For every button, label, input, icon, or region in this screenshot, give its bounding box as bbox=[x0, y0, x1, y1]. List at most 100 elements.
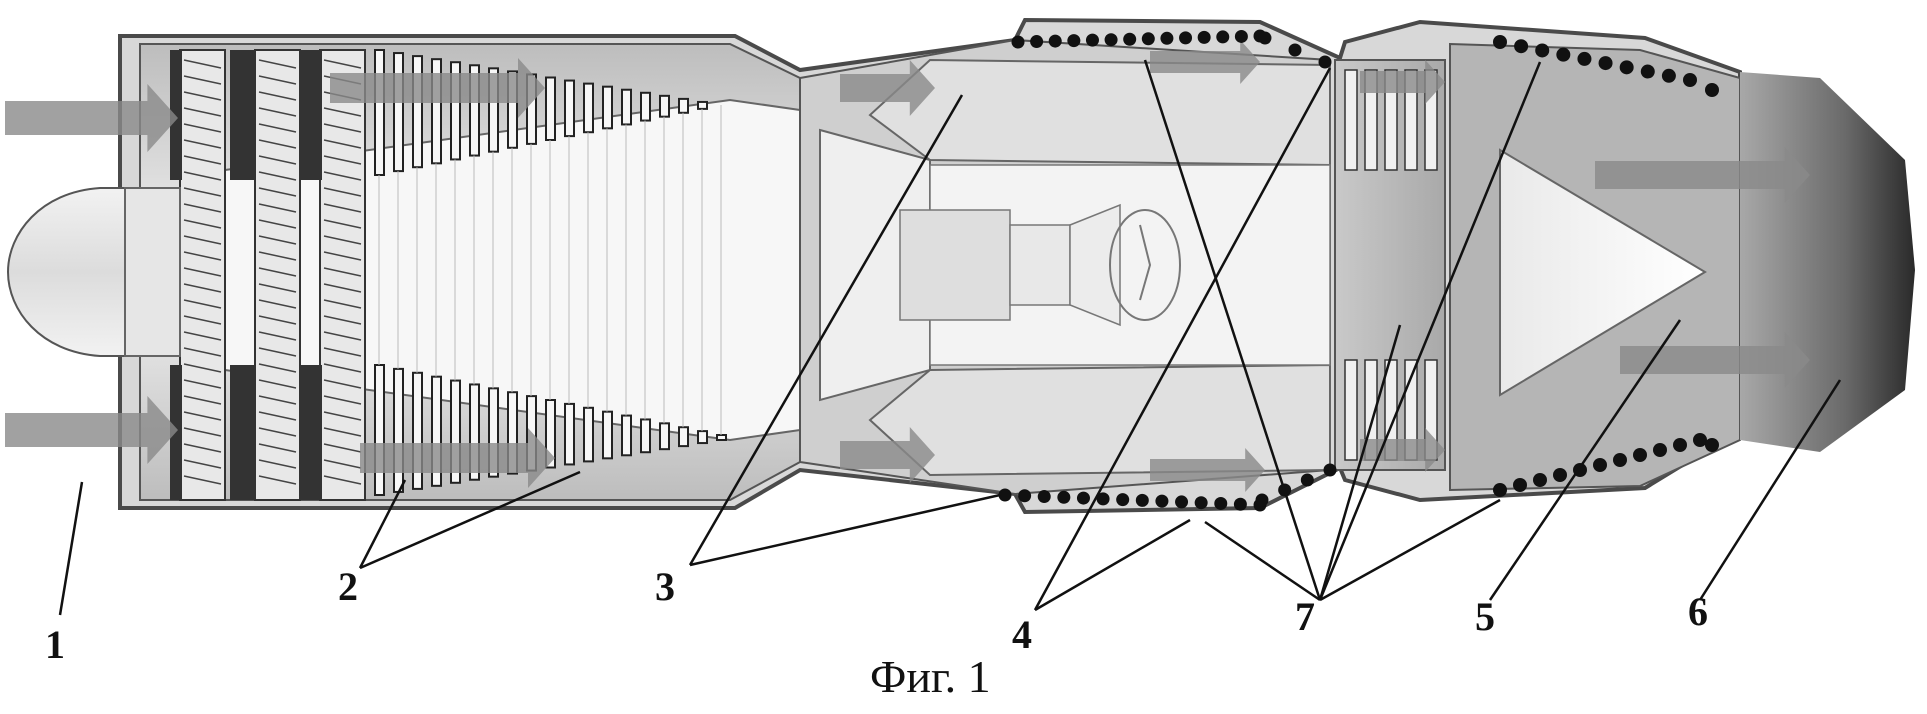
comp-stage-bottom bbox=[716, 434, 727, 441]
dot-comb-bottom bbox=[1076, 491, 1090, 505]
comp-stage-top bbox=[374, 49, 385, 176]
fan-blade-line bbox=[258, 59, 297, 69]
leader-7b bbox=[1204, 520, 1321, 602]
dot-exhaust-bottom bbox=[1493, 483, 1507, 497]
turbine-section bbox=[1334, 59, 1446, 471]
fan-blade-line bbox=[323, 171, 362, 181]
callout-3: 3 bbox=[655, 564, 675, 609]
leader-6 bbox=[1698, 379, 1842, 601]
dot-comb-bottom bbox=[1096, 492, 1110, 506]
dot-comb-bottom bbox=[1194, 496, 1208, 510]
dot-exhaust-top bbox=[1661, 68, 1676, 83]
callout-4: 4 bbox=[1012, 612, 1032, 657]
fan-blade-line bbox=[258, 283, 297, 293]
fan-blade-line bbox=[323, 347, 362, 357]
fan-blade-line bbox=[258, 443, 297, 453]
comb-arrow-bottom bbox=[840, 427, 935, 483]
dot-comb-bottom bbox=[1233, 497, 1247, 511]
turbine-blade-top bbox=[1384, 69, 1398, 171]
fan-blade-line bbox=[258, 91, 297, 101]
inlet-spinner bbox=[6, 187, 181, 357]
turbine-blade-bottom bbox=[1344, 359, 1358, 461]
leader-7e bbox=[1319, 498, 1501, 602]
fan-blade-line bbox=[323, 187, 362, 197]
comp-stage-top bbox=[412, 55, 423, 169]
fan-blade-line bbox=[183, 155, 222, 165]
dot-comb-bottom bbox=[1214, 496, 1228, 510]
comp-stage-bottom bbox=[697, 430, 708, 445]
fan-blade-line bbox=[323, 251, 362, 261]
dot-comb-top bbox=[1085, 33, 1099, 47]
fan-blade-line bbox=[258, 107, 297, 117]
fan-blade-line bbox=[183, 299, 222, 309]
fan-blade-line bbox=[323, 315, 362, 325]
dot-exhaust-bottom bbox=[1633, 448, 1647, 462]
comp-stage-bottom bbox=[564, 402, 575, 466]
leader-7a bbox=[1143, 59, 1322, 601]
fan-blade-line bbox=[258, 315, 297, 325]
comp-stage-bottom bbox=[393, 367, 404, 493]
dot-exhaust-bottom bbox=[1533, 473, 1547, 487]
comp-stage-top bbox=[393, 52, 404, 173]
fan-blade-line bbox=[183, 235, 222, 245]
dot-exhaust-top bbox=[1640, 64, 1655, 79]
fan-blade-line bbox=[323, 443, 362, 453]
fan-blade-line bbox=[183, 187, 222, 197]
dot-exhaust-bottom bbox=[1593, 458, 1607, 472]
disk-top bbox=[230, 50, 256, 180]
dot-comb-top bbox=[1160, 31, 1174, 45]
fan-blade-line bbox=[258, 379, 297, 389]
fan-blade-line bbox=[258, 267, 297, 277]
fan-blade-line bbox=[183, 283, 222, 293]
fan-blade-line bbox=[323, 427, 362, 437]
comb-arrow-top bbox=[840, 60, 935, 116]
figure-caption: Фиг. 1 bbox=[870, 651, 991, 702]
fan-blade-line bbox=[183, 331, 222, 341]
dot-comb-top bbox=[1123, 32, 1137, 46]
comp-stage-bottom bbox=[659, 422, 670, 451]
fan-blade-line bbox=[258, 139, 297, 149]
comp-stage-top bbox=[602, 85, 613, 130]
dot-exhaust-top-end bbox=[1705, 83, 1719, 97]
fan-blade-line bbox=[323, 235, 362, 245]
dot-exhaust-bottom bbox=[1653, 443, 1667, 457]
turbine-blades bbox=[1344, 69, 1438, 461]
comp-stage-top bbox=[583, 82, 594, 134]
comp-stage-top bbox=[564, 79, 575, 138]
turb-arrow-top bbox=[1360, 60, 1445, 104]
dot-exhaust-bottom bbox=[1553, 468, 1567, 482]
fan-blade-line bbox=[323, 379, 362, 389]
fan-blade-line bbox=[258, 171, 297, 181]
fan-blade-line bbox=[183, 267, 222, 277]
fan-blade-line bbox=[323, 219, 362, 229]
dot-comb-top bbox=[1179, 31, 1193, 45]
dot-comb-bottom-end bbox=[1300, 473, 1314, 487]
dot-exhaust-bottom bbox=[1613, 453, 1627, 467]
compressor-blades bbox=[170, 49, 727, 501]
dot-comb-bottom bbox=[1037, 490, 1051, 504]
leader-lines bbox=[58, 59, 1842, 616]
comp-stage-top bbox=[678, 97, 689, 114]
fan-blade-line bbox=[258, 235, 297, 245]
compressor-section bbox=[139, 43, 801, 501]
fan-blade-line bbox=[183, 75, 222, 85]
disk-bottom bbox=[230, 365, 256, 500]
dot-exhaust-top bbox=[1598, 56, 1613, 71]
fan-blade-line bbox=[258, 427, 297, 437]
fan-blade-line bbox=[183, 427, 222, 437]
fan-blade-line bbox=[323, 203, 362, 213]
fan-blade-line bbox=[183, 203, 222, 213]
comp-arrow-bottom bbox=[360, 428, 555, 488]
turbine-blade-top bbox=[1364, 69, 1378, 171]
fan-blade-line bbox=[183, 443, 222, 453]
fan-blade-line bbox=[258, 459, 297, 469]
fan-blade-line bbox=[183, 139, 222, 149]
dot-exhaust-bottom bbox=[1513, 478, 1527, 492]
dot-comb-top-end bbox=[1288, 43, 1302, 57]
disk-bottom bbox=[300, 365, 322, 500]
fan-blade-line bbox=[323, 395, 362, 405]
leader-1 bbox=[58, 481, 84, 616]
fan-blade-line bbox=[323, 475, 362, 485]
comp-stage-top bbox=[621, 88, 632, 126]
comp-stage-top bbox=[545, 76, 556, 141]
